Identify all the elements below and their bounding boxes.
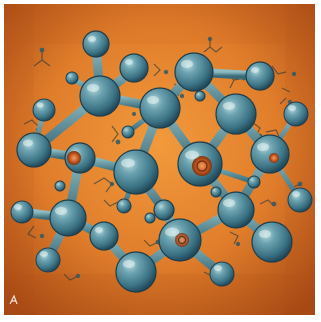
atom-cores <box>67 151 279 247</box>
molecule-painting <box>4 4 315 315</box>
atom-highlights <box>14 36 300 271</box>
signature-mark <box>9 294 18 305</box>
painting-svg <box>4 4 315 315</box>
large-atoms <box>16 30 293 293</box>
background-texture <box>4 4 315 315</box>
